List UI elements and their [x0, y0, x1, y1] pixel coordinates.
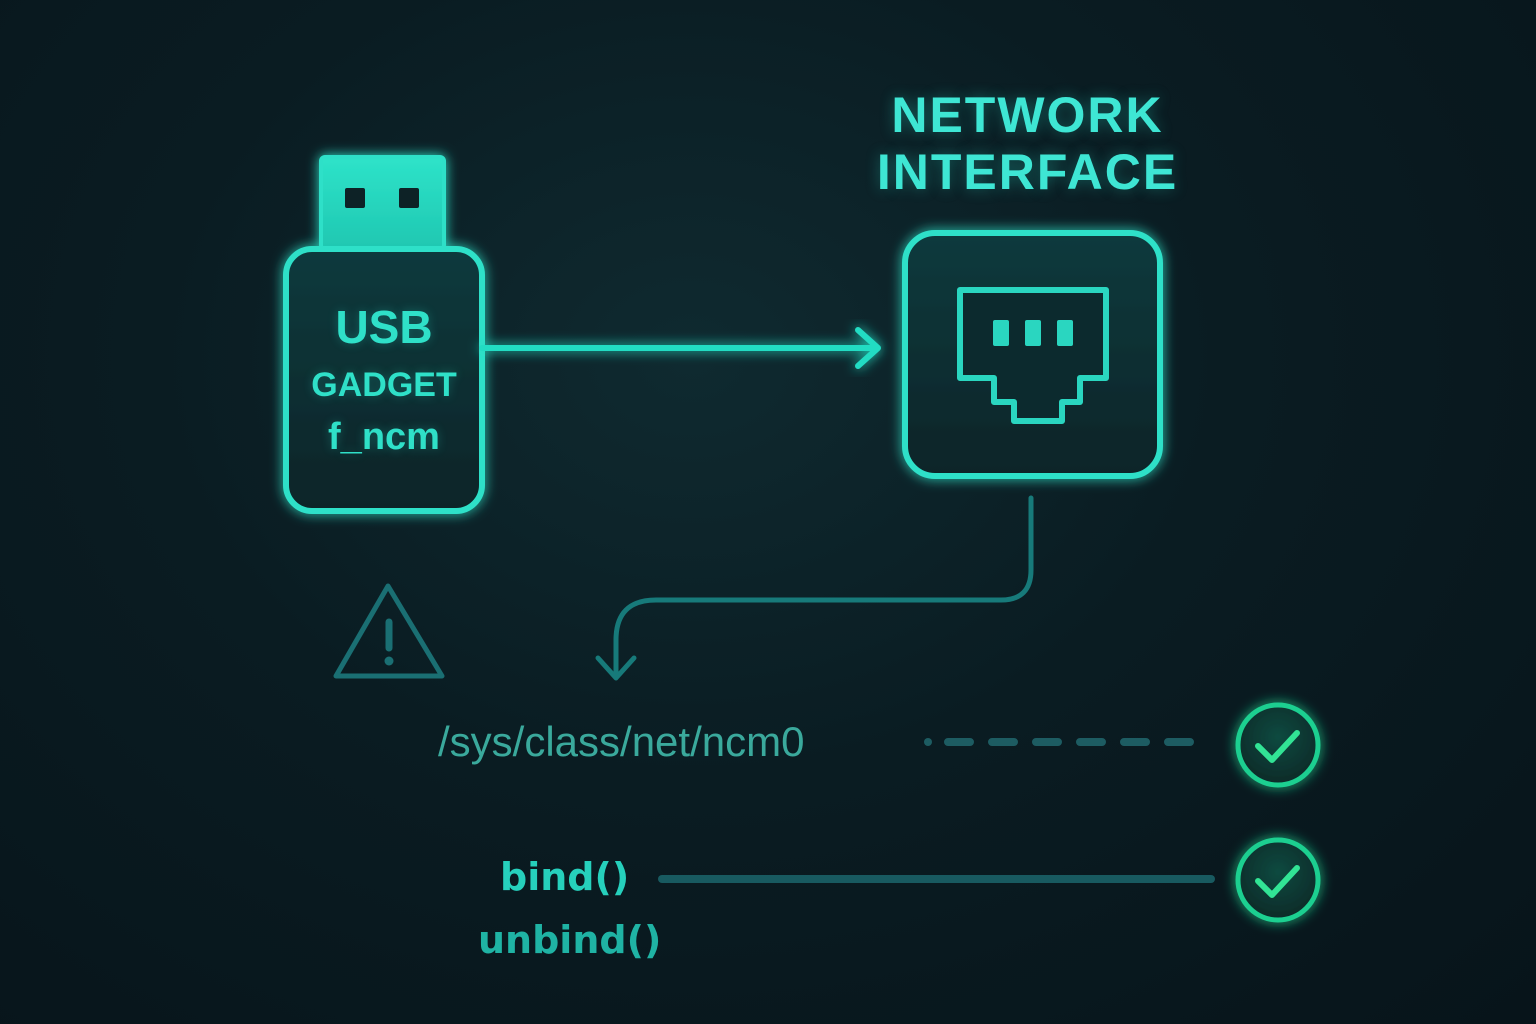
usb-plug-hole — [399, 188, 419, 208]
arrowhead-icon — [855, 327, 881, 369]
unbind-label: unbind() — [478, 918, 662, 962]
check-circle-icon — [1235, 702, 1321, 788]
check-circle-icon — [1235, 837, 1321, 923]
usb-to-network-arrow — [479, 327, 881, 369]
f-ncm-label: f_ncm — [328, 416, 440, 458]
network-interface-title-line1: NETWORK — [891, 87, 1164, 143]
arrowhead-down-icon — [595, 655, 637, 681]
port-pin — [1057, 320, 1073, 346]
ethernet-port-icon — [957, 287, 1109, 424]
warning-triangle-icon — [333, 583, 445, 679]
bind-label: bind() — [500, 855, 630, 899]
usb-stick-icon — [283, 155, 485, 514]
usb-body — [283, 246, 485, 514]
usb-plug-hole — [345, 188, 365, 208]
network-to-sysfs-arrow — [595, 495, 1034, 681]
usb-label: USB — [335, 301, 433, 353]
port-pin — [1025, 320, 1041, 346]
sysfs-path-label: /sys/class/net/ncm0 — [438, 718, 805, 765]
usb-plug — [319, 155, 446, 251]
network-interface-title-line2: INTERFACE — [876, 144, 1179, 200]
port-pin — [993, 320, 1009, 346]
gadget-label: GADGET — [311, 366, 457, 404]
sysfs-dashed-connector — [924, 738, 1214, 746]
